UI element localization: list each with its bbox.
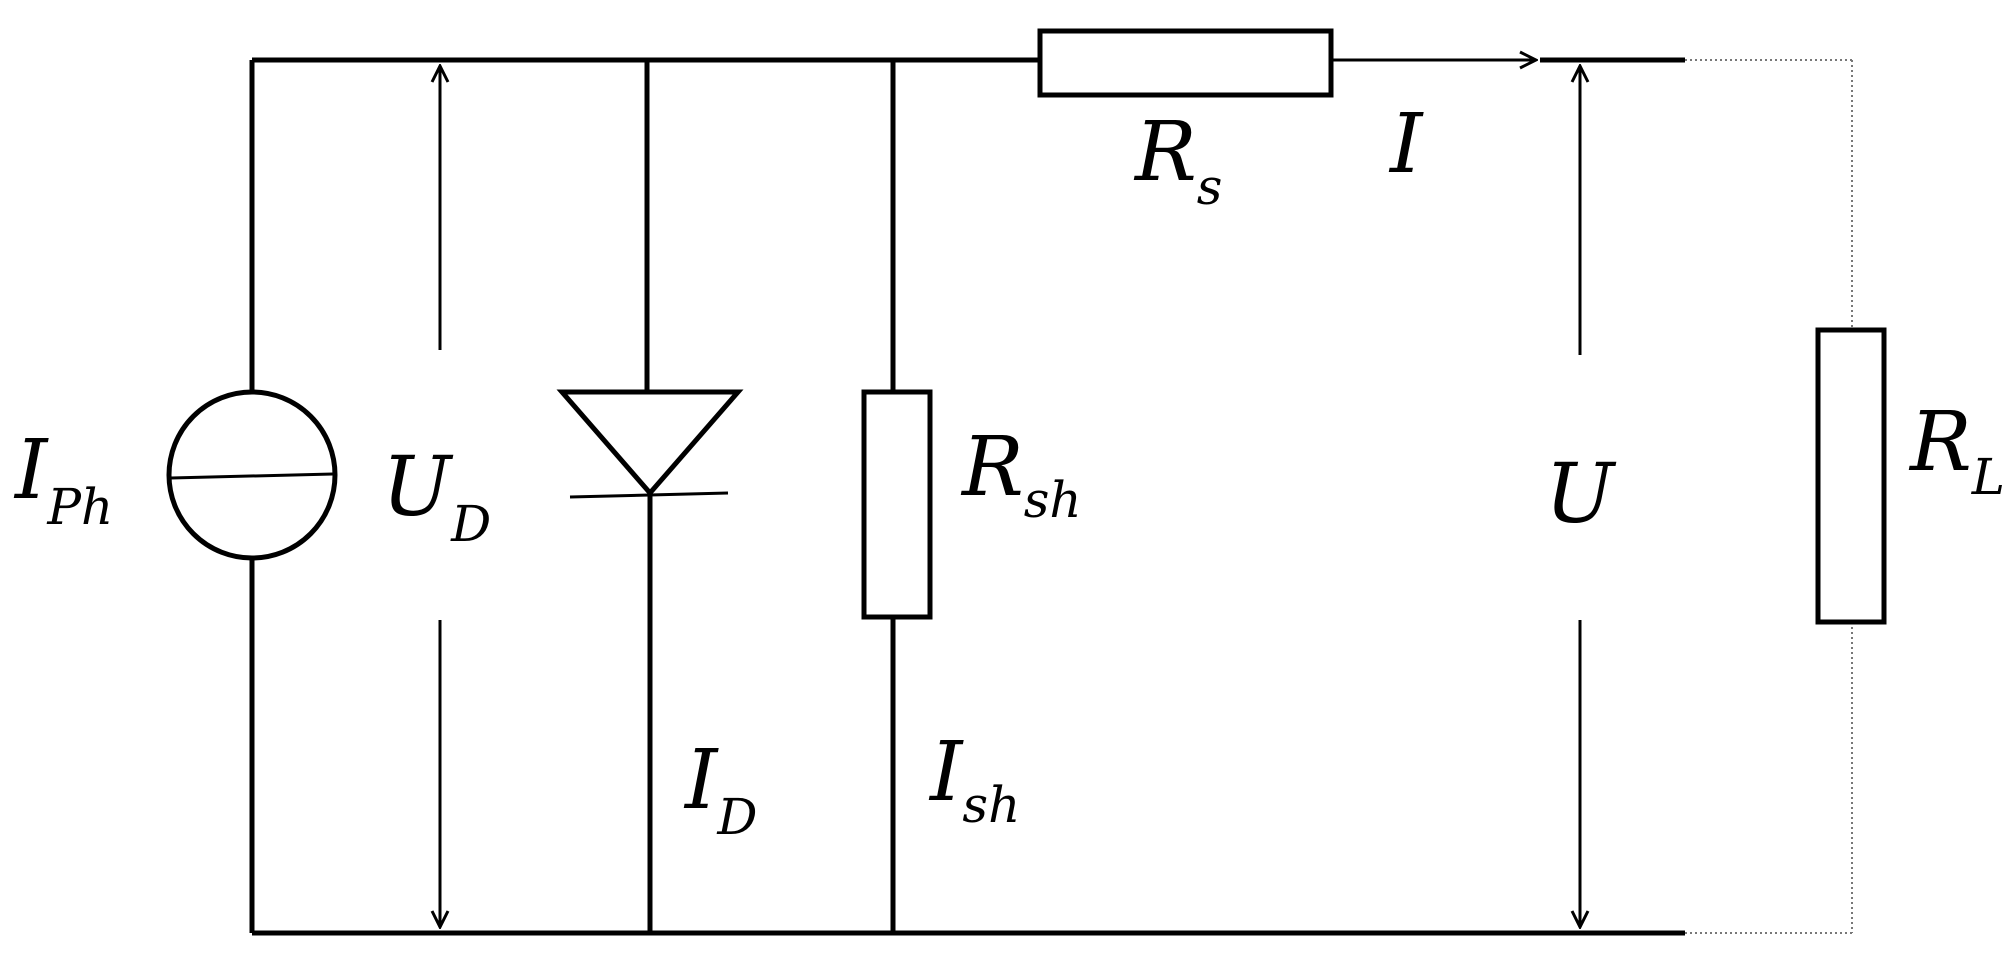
label-diode-voltage: UD: [382, 440, 491, 553]
load-resistor: [1815, 327, 1887, 625]
label-shunt-resistance: Rsh: [960, 420, 1082, 529]
label-output-current: I: [1388, 97, 1424, 192]
label-shunt-current: Ish: [928, 725, 1020, 834]
diode-symbol: [556, 389, 744, 499]
current-source-symbol: [166, 389, 338, 561]
label-photo-current: IPh: [13, 423, 113, 536]
label-output-voltage: U: [1545, 447, 1617, 542]
shunt-resistor: [861, 389, 933, 620]
label-series-resistance: Rs: [1133, 105, 1222, 216]
label-diode-current: ID: [683, 733, 758, 846]
series-resistor: [1037, 28, 1334, 98]
label-load-resistance: RL: [1908, 395, 2003, 506]
